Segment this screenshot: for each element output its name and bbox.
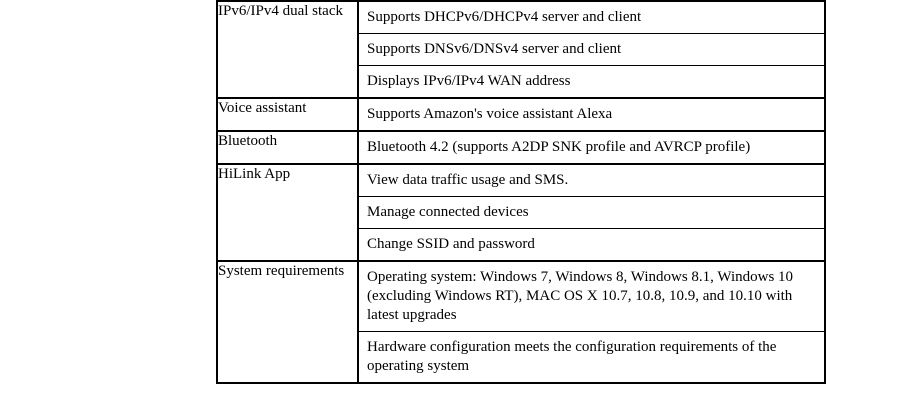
description-line: Manage connected devices	[359, 196, 824, 228]
table-row: System requirements Operating system: Wi…	[216, 260, 826, 384]
feature-cell: Voice assistant	[216, 97, 359, 132]
table-row: HiLink App View data traffic usage and S…	[216, 163, 826, 262]
description-cell: Supports Amazon's voice assistant Alexa	[357, 97, 826, 132]
table-row: IPv6/IPv4 dual stack Supports DHCPv6/DHC…	[216, 0, 826, 99]
description-cell: View data traffic usage and SMS. Manage …	[357, 163, 826, 262]
description-line: Hardware configuration meets the configu…	[359, 331, 824, 382]
feature-cell: HiLink App	[216, 163, 359, 262]
description-line: View data traffic usage and SMS.	[367, 172, 569, 188]
feature-cell: System requirements	[216, 260, 359, 384]
description-cell: Supports DHCPv6/DHCPv4 server and client…	[357, 0, 826, 99]
description-line: Change SSID and password	[359, 228, 824, 260]
feature-cell: IPv6/IPv4 dual stack	[216, 0, 359, 99]
feature-cell: Bluetooth	[216, 130, 359, 165]
description-line: Supports Amazon's voice assistant Alexa	[367, 106, 613, 122]
description-cell: Bluetooth 4.2 (supports A2DP SNK profile…	[357, 130, 826, 165]
spec-table: IPv6/IPv4 dual stack Supports DHCPv6/DHC…	[216, 0, 826, 384]
description-cell: Operating system: Windows 7, Windows 8, …	[357, 260, 826, 384]
description-line: Bluetooth 4.2 (supports A2DP SNK profile…	[367, 139, 751, 155]
description-line: Displays IPv6/IPv4 WAN address	[359, 65, 824, 97]
description-line: Supports DNSv6/DNSv4 server and client	[359, 33, 824, 65]
table-row: Voice assistant Supports Amazon's voice …	[216, 97, 826, 132]
table-row: Bluetooth Bluetooth 4.2 (supports A2DP S…	[216, 130, 826, 165]
description-line: Supports DHCPv6/DHCPv4 server and client	[367, 9, 642, 25]
description-line: Operating system: Windows 7, Windows 8, …	[367, 269, 794, 323]
